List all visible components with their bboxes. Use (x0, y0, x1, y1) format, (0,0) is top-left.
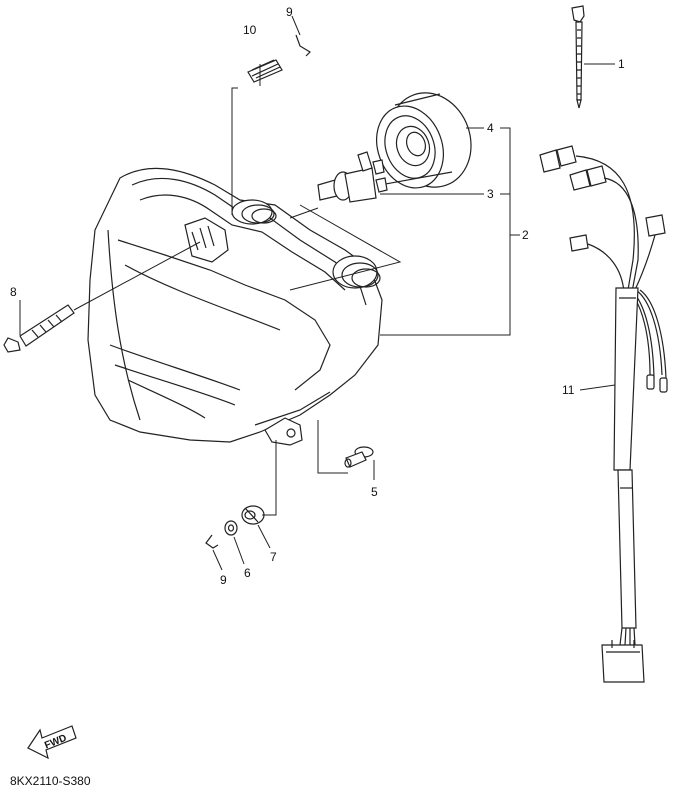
callout-11: 11 (562, 383, 575, 397)
part-1-cable-tie (571, 5, 585, 109)
callout-3: 3 (487, 187, 494, 201)
callout-labels: 1 2 3 4 5 6 7 8 9 9 10 11 (10, 5, 625, 587)
part-8-bolt (3, 304, 75, 353)
callout-9-bottom: 9 (220, 573, 227, 587)
part-10-spring (247, 59, 283, 83)
part-7-grommet (241, 505, 265, 525)
part-4-bulb-cover (376, 92, 472, 189)
part-9-clip-top (295, 34, 311, 57)
callout-5: 5 (371, 485, 378, 499)
part-6-collar (224, 520, 238, 536)
callout-4: 4 (487, 121, 494, 135)
callout-6: 6 (244, 566, 251, 580)
callout-8: 8 (10, 285, 17, 299)
part-5-screw (344, 446, 374, 468)
callout-10: 10 (243, 23, 257, 37)
part-11-wire-harness (539, 145, 668, 683)
callout-2: 2 (522, 228, 529, 242)
part-3-bulb (317, 151, 388, 203)
part-9-clip-bottom (205, 534, 219, 549)
callout-7: 7 (270, 550, 277, 564)
headlight-housing (87, 167, 383, 446)
leader-lines (19, 15, 616, 571)
fwd-arrow-icon (27, 725, 77, 760)
part-code: 8KX2110-S380 (10, 774, 91, 788)
callout-1: 1 (618, 57, 625, 71)
callout-9-top: 9 (286, 5, 293, 19)
